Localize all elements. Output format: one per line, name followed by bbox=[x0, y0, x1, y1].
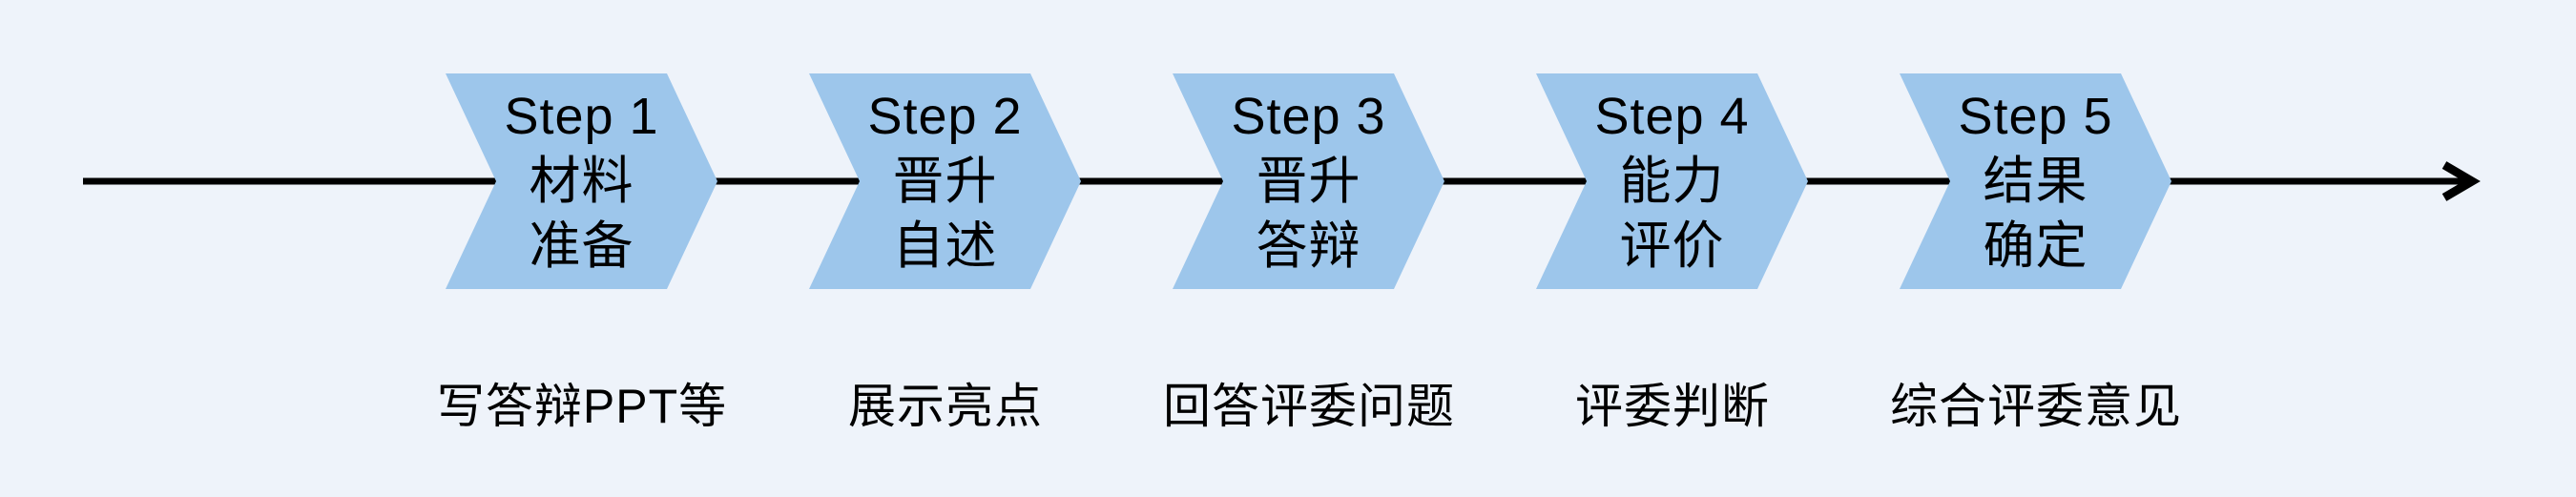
step-label: Step 1 bbox=[504, 88, 659, 145]
step-chevron-1: Step 1 材料 准备 bbox=[446, 73, 717, 289]
step-title-line: 晋升 bbox=[1256, 153, 1361, 210]
step-description-2: 展示亮点 bbox=[848, 380, 1043, 433]
step-title-line: 准备 bbox=[529, 217, 634, 275]
step-title-line: 答辩 bbox=[1256, 217, 1361, 275]
step-title-line: 能力 bbox=[1619, 153, 1725, 210]
step-description-5: 综合评委意见 bbox=[1890, 380, 2182, 433]
step-label: Step 2 bbox=[867, 88, 1023, 145]
step-title-line: 晋升 bbox=[892, 153, 998, 210]
step-chevron-4: Step 4 能力 评价 bbox=[1536, 73, 1808, 289]
step-description-1: 写答辩PPT等 bbox=[436, 380, 728, 433]
step-title-line: 评价 bbox=[1619, 217, 1725, 275]
step-title-line: 结果 bbox=[1983, 153, 2088, 210]
step-title-line: 确定 bbox=[1983, 217, 2088, 275]
step-title-line: 自述 bbox=[892, 217, 998, 275]
arrow-head-icon bbox=[2441, 161, 2481, 201]
step-label: Step 4 bbox=[1594, 88, 1750, 145]
step-label: Step 3 bbox=[1231, 88, 1386, 145]
step-description-3: 回答评委问题 bbox=[1163, 380, 1455, 433]
step-title-line: 材料 bbox=[529, 153, 634, 210]
step-label: Step 5 bbox=[1958, 88, 2113, 145]
step-description-4: 评委判断 bbox=[1575, 380, 1770, 433]
